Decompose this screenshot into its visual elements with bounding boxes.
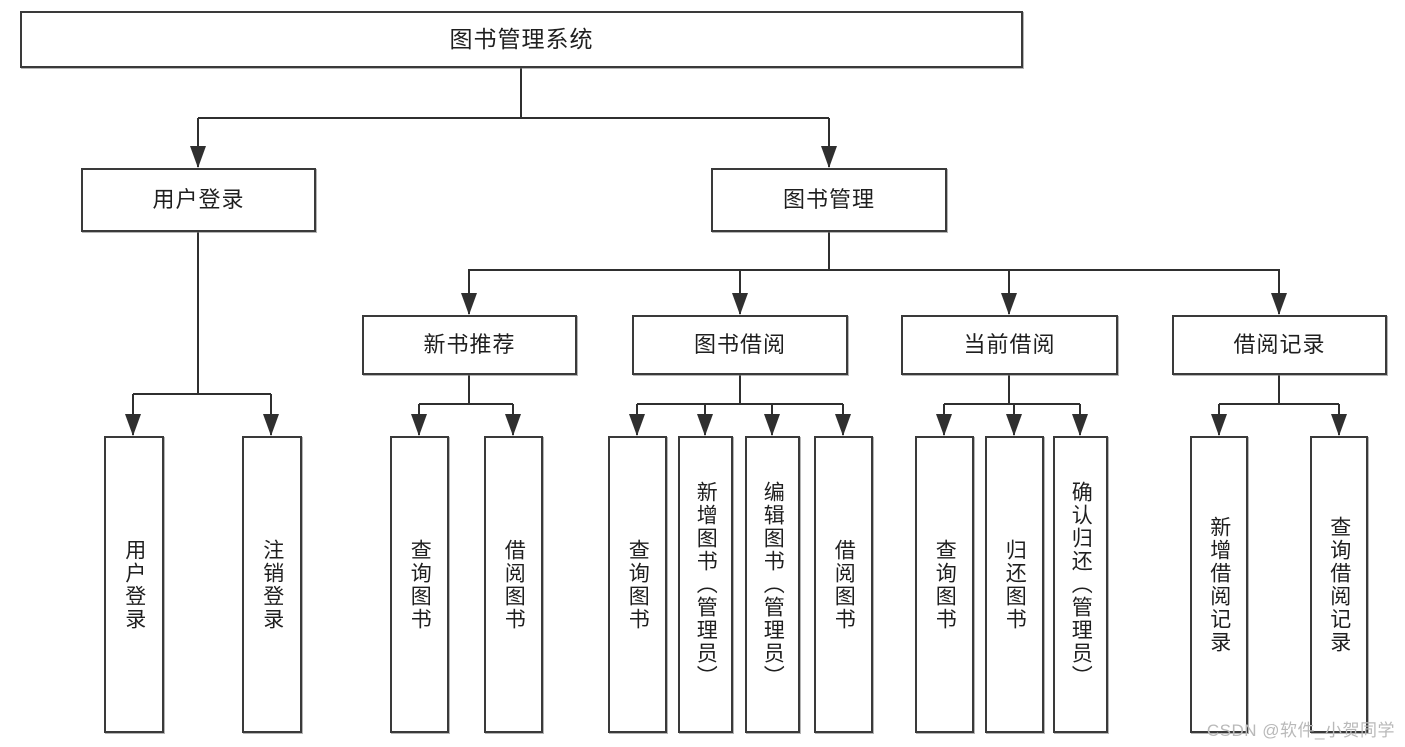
node-leaf-7[interactable]: 编辑图书（管理员） <box>745 436 800 733</box>
node-leaf-13[interactable]: 查询借阅记录 <box>1310 436 1368 733</box>
node-root[interactable]: 图书管理系统 <box>20 11 1023 68</box>
node-label: 归还图书 <box>1003 538 1027 631</box>
node-l2-1[interactable]: 用户登录 <box>81 168 316 232</box>
node-label: 新书推荐 <box>423 332 516 358</box>
node-label: 借阅图书 <box>502 538 526 631</box>
node-l3-3[interactable]: 当前借阅 <box>901 315 1118 375</box>
node-label: 图书借阅 <box>693 332 786 358</box>
node-leaf-10[interactable]: 归还图书 <box>985 436 1044 733</box>
node-l3-2[interactable]: 图书借阅 <box>632 315 848 375</box>
node-label: 用户登录 <box>122 538 146 631</box>
node-leaf-8[interactable]: 借阅图书 <box>814 436 873 733</box>
node-label: 查询借阅记录 <box>1327 515 1351 654</box>
node-label: 图书管理系统 <box>449 26 594 53</box>
node-label: 编辑图书（管理员） <box>761 481 785 688</box>
node-l3-4[interactable]: 借阅记录 <box>1172 315 1387 375</box>
watermark: CSDN @软件_小贺同学 <box>1206 721 1395 740</box>
node-label: 确认归还（管理员） <box>1069 481 1093 688</box>
node-l3-1[interactable]: 新书推荐 <box>362 315 577 375</box>
node-label: 注销登录 <box>260 538 284 631</box>
node-leaf-3[interactable]: 查询图书 <box>390 436 449 733</box>
node-leaf-12[interactable]: 新增借阅记录 <box>1190 436 1248 733</box>
node-leaf-9[interactable]: 查询图书 <box>915 436 974 733</box>
node-leaf-4[interactable]: 借阅图书 <box>484 436 543 733</box>
node-leaf-5[interactable]: 查询图书 <box>608 436 667 733</box>
node-leaf-6[interactable]: 新增图书（管理员） <box>678 436 733 733</box>
node-label: 查询图书 <box>933 538 957 631</box>
node-l2-2[interactable]: 图书管理 <box>711 168 947 232</box>
node-label: 当前借阅 <box>963 332 1056 358</box>
node-leaf-11[interactable]: 确认归还（管理员） <box>1053 436 1108 733</box>
node-label: 借阅图书 <box>832 538 856 631</box>
node-label: 新增图书（管理员） <box>694 481 718 688</box>
node-label: 借阅记录 <box>1233 332 1326 358</box>
node-leaf-2[interactable]: 注销登录 <box>242 436 302 733</box>
node-label: 查询图书 <box>626 538 650 631</box>
node-label: 用户登录 <box>152 187 245 213</box>
node-label: 新增借阅记录 <box>1207 515 1231 654</box>
node-leaf-1[interactable]: 用户登录 <box>104 436 164 733</box>
node-label: 图书管理 <box>782 187 875 213</box>
node-label: 查询图书 <box>408 538 432 631</box>
